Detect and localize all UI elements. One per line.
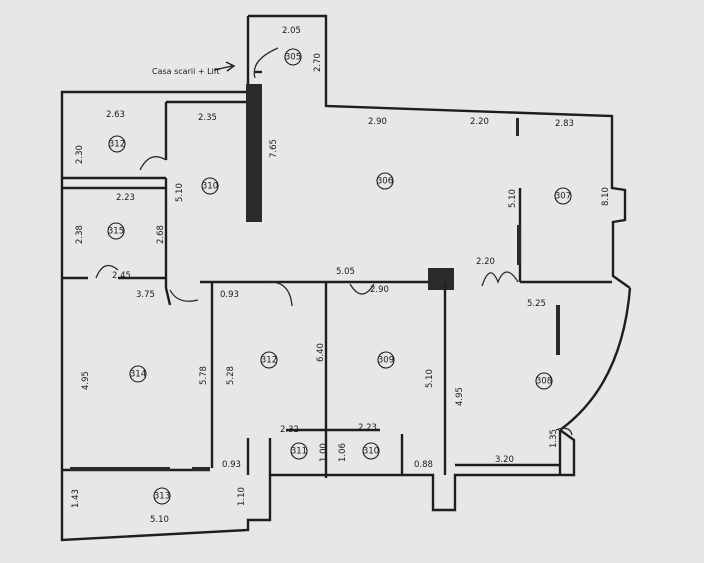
- room-306-number: 306: [377, 177, 393, 187]
- dim-2-68: 2.68: [156, 225, 166, 244]
- dim-5-05: 5.05: [336, 267, 355, 277]
- room-309-number: 309: [378, 356, 394, 366]
- dim-1-43: 1.43: [71, 489, 81, 508]
- room-314-number: 314: [130, 370, 146, 380]
- dim-8-10: 8.10: [601, 187, 611, 206]
- room-313-number: 313: [154, 492, 170, 502]
- room-310-upper: 310: [201, 177, 219, 195]
- room-311: 311: [290, 442, 308, 460]
- room-315-number: 315: [108, 227, 124, 237]
- room-313: 313: [153, 487, 171, 505]
- room-306: 306: [376, 172, 394, 190]
- dim-1-00: 1.00: [319, 443, 329, 462]
- dim-2-30: 2.30: [75, 145, 85, 164]
- room-311-number: 311: [291, 447, 307, 457]
- dim-2-32: 2.32: [280, 425, 299, 435]
- room-310-lower: 310: [362, 442, 380, 460]
- dim-5-25: 5.25: [527, 299, 546, 309]
- dim-5-10-309: 5.10: [425, 369, 435, 388]
- dim-5-10-307: 5.10: [508, 189, 518, 208]
- interior-walls: [62, 84, 612, 478]
- room-308-number: 308: [536, 377, 552, 387]
- dimension-labels: 2.05 2.70 2.63 2.30 2.35 7.65 2.90 2.20 …: [71, 26, 611, 525]
- room-315: 315: [107, 222, 125, 240]
- dim-2-23-315: 2.23: [116, 193, 135, 203]
- dim-2-20-top: 2.20: [470, 117, 489, 127]
- room-305-number: 305: [285, 53, 301, 63]
- dim-5-10-313: 5.10: [150, 515, 169, 525]
- room-307-number: 307: [555, 192, 571, 202]
- stair-lift-label: Casa scarii + Lift: [152, 67, 220, 76]
- room-310-upper-number: 310: [202, 182, 218, 192]
- room-312-lower-number: 312: [261, 356, 277, 366]
- room-308: 308: [535, 372, 553, 390]
- dim-2-35: 2.35: [198, 113, 217, 123]
- door-swings: [95, 156, 573, 436]
- room-310-lower-number: 310: [363, 447, 379, 457]
- dim-0-93-top: 0.93: [220, 290, 239, 300]
- dim-5-28: 5.28: [226, 366, 236, 385]
- arrow-icon: [213, 61, 236, 72]
- room-314: 314: [129, 365, 147, 383]
- dim-2-70: 2.70: [313, 53, 323, 72]
- room-markers: 305 306 307 308 309 310 310 311 312 312 …: [107, 48, 572, 505]
- dim-2-90-top: 2.90: [368, 117, 387, 127]
- dim-2-23-bottom: 2.23: [358, 423, 377, 433]
- dim-2-05: 2.05: [282, 26, 301, 36]
- room-312-lower: 312: [260, 351, 278, 369]
- dim-2-45: 2.45: [112, 271, 131, 281]
- dim-1-35: 1.35: [549, 429, 559, 448]
- dim-2-83: 2.83: [555, 119, 574, 129]
- dim-1-10: 1.10: [237, 487, 247, 506]
- dim-0-88: 0.88: [414, 460, 433, 470]
- dim-3-75: 3.75: [136, 290, 155, 300]
- room-307: 307: [554, 187, 572, 205]
- room-305: 305: [284, 48, 302, 66]
- dim-7-65: 7.65: [269, 139, 279, 158]
- dim-2-63: 2.63: [106, 110, 125, 120]
- dim-2-38: 2.38: [75, 225, 85, 244]
- room-312-upper: 312: [108, 135, 126, 153]
- dim-1-06: 1.06: [338, 443, 348, 462]
- dim-4-95-314: 4.95: [81, 371, 91, 390]
- room-309: 309: [377, 351, 395, 369]
- dim-5-78: 5.78: [199, 366, 209, 385]
- dim-0-93-bottom: 0.93: [222, 460, 241, 470]
- dim-4-95-308: 4.95: [455, 387, 465, 406]
- dim-6-40: 6.40: [316, 343, 326, 362]
- room-312-upper-number: 312: [109, 140, 125, 150]
- dim-3-20: 3.20: [495, 455, 514, 465]
- dim-5-10-310: 5.10: [175, 183, 185, 202]
- dim-2-90-mid: 2.90: [370, 285, 389, 295]
- dim-2-20-mid: 2.20: [476, 257, 495, 267]
